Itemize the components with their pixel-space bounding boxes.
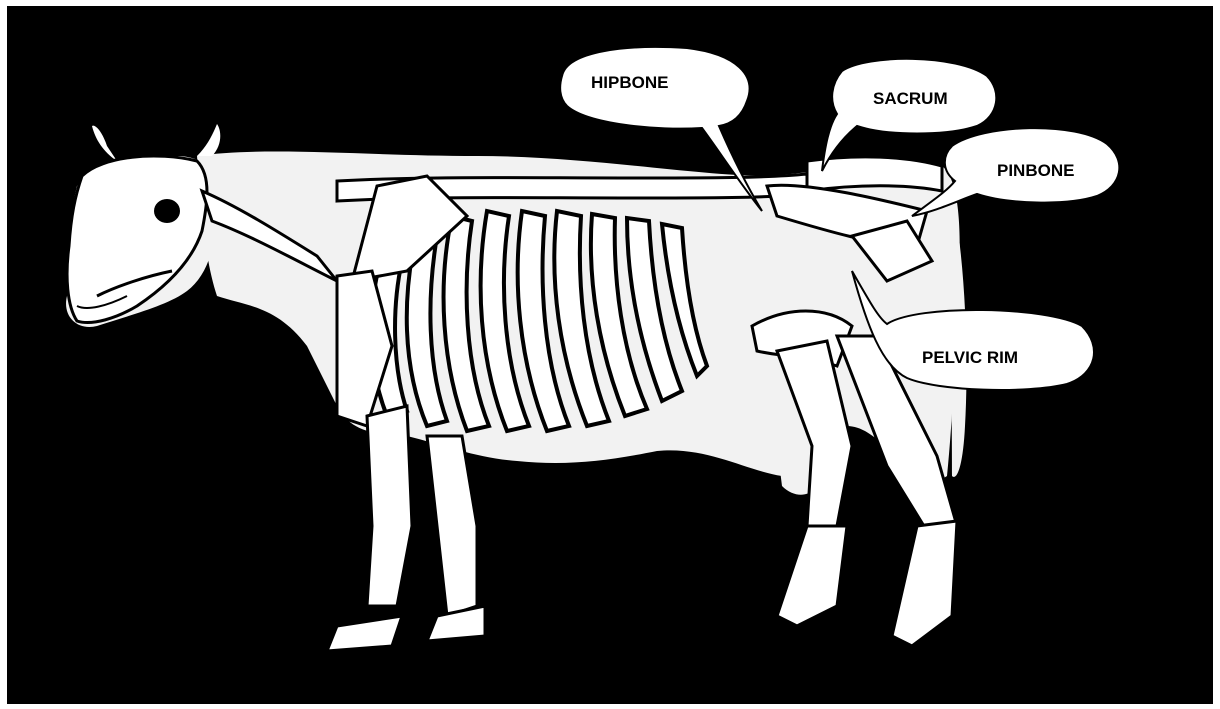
pinbone-label: PINBONE	[997, 161, 1074, 180]
pelvic-rim-label: PELVIC RIM	[922, 348, 1018, 367]
skull	[67, 156, 207, 323]
cow-skeleton-diagram: HIPBONE SACRUM PINBONE PELVIC RIM	[7, 6, 1213, 704]
hipbone-label: HIPBONE	[591, 73, 668, 92]
diagram-canvas: HIPBONE SACRUM PINBONE PELVIC RIM	[7, 6, 1213, 704]
sacrum-label: SACRUM	[873, 89, 948, 108]
